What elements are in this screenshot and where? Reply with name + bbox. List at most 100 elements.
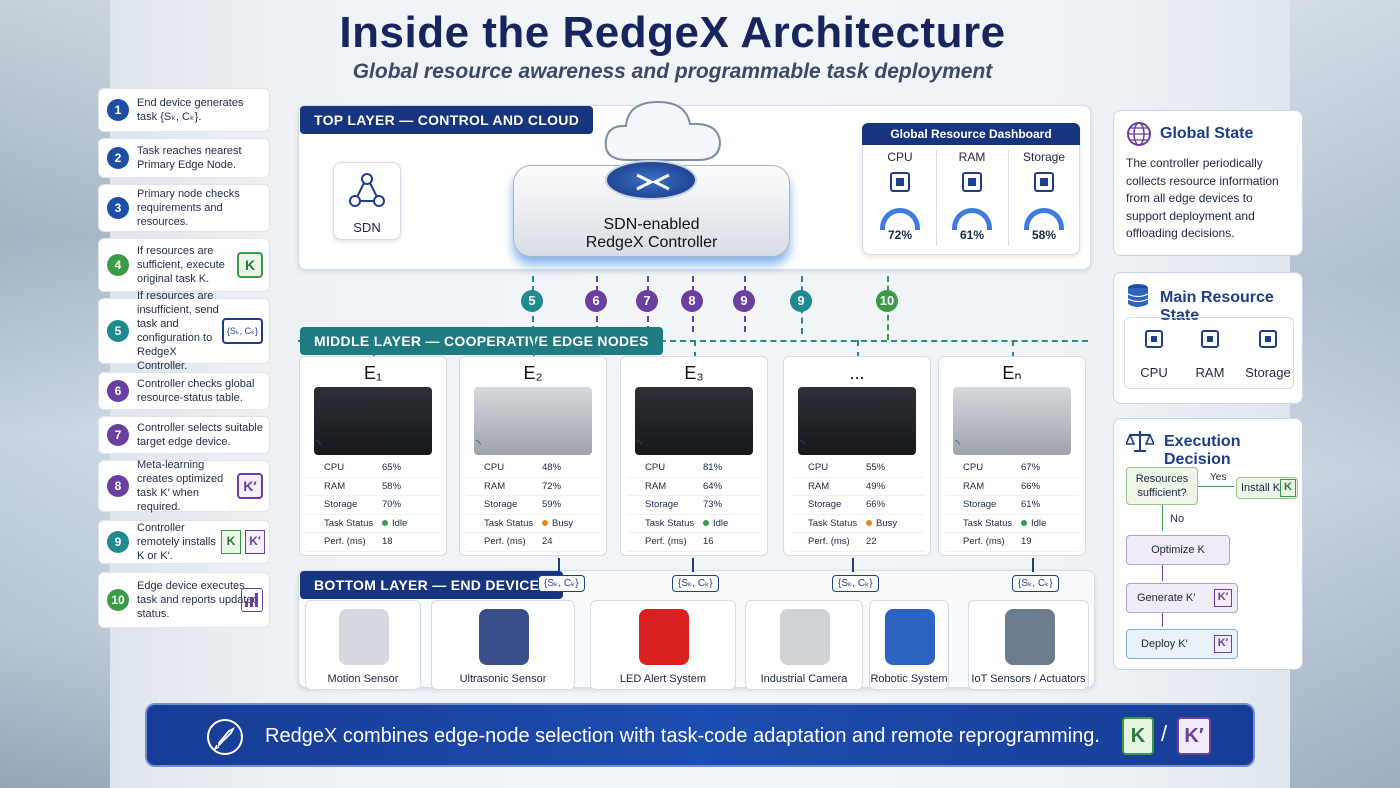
- metric-value: Idle: [1021, 518, 1079, 529]
- metric-value: Idle: [382, 518, 440, 529]
- metric-label: RAM: [324, 480, 346, 492]
- router-icon: [605, 160, 697, 200]
- metric-row-status: Task Status Idle: [306, 515, 440, 533]
- status-dot: [866, 519, 872, 526]
- metric-value-text: 22: [866, 536, 877, 548]
- wifi-icon: ◝: [955, 437, 960, 451]
- metric-value: 19: [1021, 536, 1079, 547]
- metric-label: CPU: [645, 462, 666, 474]
- dashboard-storage-value: 58%: [1031, 228, 1057, 242]
- metric-label: RAM: [808, 480, 830, 492]
- metric-label: CPU: [324, 462, 345, 474]
- metric-label: RAM: [645, 480, 667, 492]
- node-connector: [857, 340, 859, 358]
- middle-layer-label: MIDDLE LAYER — COOPERATIVE EDGE NODES: [300, 327, 663, 355]
- metric-row-ram: RAM 64%: [627, 478, 761, 496]
- task-tag: {Sₖ, Cₖ}: [1012, 575, 1059, 592]
- node-name: Eₙ: [1002, 363, 1022, 383]
- metric-label: CPU: [808, 462, 829, 474]
- network-icon: [349, 173, 385, 207]
- step-text: Controller remotely installs K or K′.: [137, 522, 216, 562]
- footer-separator: /: [1161, 721, 1168, 746]
- step-number: 10: [107, 589, 129, 611]
- kp-badge: K′: [237, 473, 263, 499]
- metric-row-perf: Perf. (ms)19: [945, 533, 1079, 552]
- task-badge: {Sₖ, Cₖ}: [221, 318, 263, 344]
- no-arrow: [1162, 505, 1163, 531]
- metric-label: Perf. (ms): [645, 536, 687, 548]
- node-connector: [1012, 340, 1014, 358]
- metric-label: RAM: [484, 480, 506, 492]
- database-icon: [1127, 284, 1149, 307]
- step-number: 7: [107, 424, 129, 446]
- metric-label: Storage: [963, 499, 997, 511]
- ram-icon: [1198, 327, 1222, 351]
- flow-step-5: 5: [521, 290, 543, 312]
- metric-label: RAM: [963, 480, 985, 492]
- step-text: Edge device executes task and reports up…: [137, 580, 259, 620]
- device-label: Ultrasonic Sensor: [459, 673, 547, 685]
- step-number: 5: [107, 320, 129, 342]
- step-text: Task reaches nearest Primary Edge Node.: [137, 145, 242, 171]
- dashboard-gauge: [1024, 208, 1064, 230]
- dashboard-storage-label: Storage: [1022, 150, 1066, 164]
- device-image: [885, 609, 935, 665]
- k-badge: K: [237, 252, 263, 278]
- metric-value-text: 66%: [866, 499, 886, 511]
- metric-value: 66%: [866, 499, 924, 510]
- metric-row-ram: RAM 72%: [466, 478, 600, 496]
- metric-value: 16: [703, 536, 761, 547]
- dashboard-title: Global Resource Dashboard: [862, 123, 1080, 145]
- status-text: Busy: [876, 517, 898, 529]
- edge-device-image: [798, 387, 916, 455]
- status-text: Busy: [552, 517, 574, 529]
- controller-line-1: SDN-enabled: [603, 216, 700, 233]
- metric-label: Task Status: [963, 517, 1013, 529]
- sdn-box: SDN: [333, 162, 401, 240]
- main-resource-box: [1124, 317, 1294, 389]
- wifi-icon: ◝: [800, 437, 805, 451]
- status-dot: [1021, 519, 1027, 526]
- dashboard-cpu-value: 72%: [887, 228, 913, 242]
- task-tag: {Sₖ, Cₖ}: [538, 575, 585, 592]
- metric-label: Storage: [645, 499, 679, 511]
- node-name: E₃: [684, 363, 704, 383]
- metric-value: 59%: [542, 499, 600, 510]
- metric-label: Task Status: [324, 517, 374, 529]
- node-connector: [533, 340, 535, 358]
- k-badge: K: [1280, 479, 1296, 497]
- footer-k-badge: K: [1122, 717, 1154, 755]
- metric-value: 72%: [542, 481, 600, 492]
- main-resource-cpu: CPU: [1140, 365, 1168, 380]
- node-name: ...: [849, 363, 865, 383]
- status-dot: [703, 519, 709, 526]
- tag-connector: [852, 558, 854, 572]
- dashboard-ram-label: RAM: [958, 150, 986, 164]
- metric-value: Idle: [703, 518, 761, 529]
- status-dot: [542, 519, 548, 526]
- device-label: IoT Sensors / Actuators: [971, 673, 1086, 685]
- step-number: 6: [107, 380, 129, 402]
- no-label: No: [1170, 513, 1185, 525]
- metric-label: Perf. (ms): [324, 536, 366, 548]
- task-tag: {Sₖ, Cₖ}: [832, 575, 879, 592]
- tag-connector: [558, 558, 560, 572]
- edge-device-image: [953, 387, 1071, 455]
- step-text: If resources are sufficient, execute ori…: [137, 245, 225, 285]
- metric-value: 49%: [866, 481, 924, 492]
- edge-device-image: [635, 387, 753, 455]
- metric-value: 64%: [703, 481, 761, 492]
